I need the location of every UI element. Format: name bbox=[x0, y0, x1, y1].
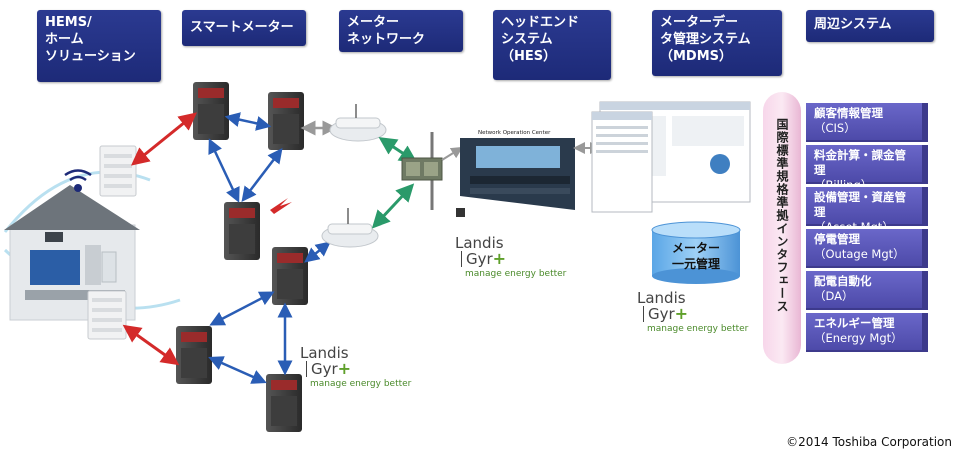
interface-pill bbox=[763, 92, 801, 364]
expand-icon bbox=[456, 208, 465, 217]
smart-meter bbox=[193, 82, 229, 140]
landis-gyr-logo: Landis Gyr+ manage energy better bbox=[300, 344, 412, 390]
landis-gyr-logo: Landis Gyr+ manage energy better bbox=[637, 289, 749, 335]
blue-link bbox=[208, 356, 267, 384]
noc-label: Network Operation Center bbox=[478, 130, 551, 136]
interface-label: 国際標準規格準拠インタフェース bbox=[775, 118, 789, 313]
smart-meter bbox=[224, 202, 260, 260]
network-collector bbox=[329, 104, 387, 142]
system-cis: 顧客情報管理（CIS） bbox=[806, 103, 928, 142]
blue-link bbox=[224, 112, 272, 131]
header-mdms: メーターデー タ管理システム （MDMS） bbox=[652, 10, 782, 76]
system-asset-mgt: 設備管理・資産管理（Asset Mgt） bbox=[806, 187, 928, 234]
system-outage-mgt: 停電管理（Outage Mgt） bbox=[806, 229, 928, 268]
relay-pole bbox=[401, 132, 443, 210]
gray-link bbox=[441, 146, 464, 161]
green-link bbox=[378, 137, 418, 163]
header-smart-meter: スマートメーター bbox=[182, 10, 306, 46]
meter-database bbox=[651, 221, 741, 284]
header-meter-network: メーター ネットワーク bbox=[339, 10, 463, 52]
blue-link bbox=[208, 138, 240, 203]
system-billing: 料金計算・課金管理（Billing） bbox=[806, 145, 928, 192]
database-label: メーター 一元管理 bbox=[671, 241, 720, 271]
smart-meter bbox=[266, 374, 302, 432]
mdms-screens bbox=[591, 101, 751, 213]
green-link bbox=[371, 183, 415, 229]
rf-signal-icon bbox=[270, 198, 292, 214]
home-gateway-top bbox=[99, 145, 137, 197]
header-hems: HEMS/ ホーム ソリューション bbox=[37, 10, 161, 82]
system-energy-mgt: エネルギー管理（Energy Mgt） bbox=[806, 313, 928, 352]
header-peripheral-systems: 周辺システム bbox=[806, 10, 934, 42]
blue-link bbox=[209, 291, 275, 326]
blue-link bbox=[241, 148, 283, 202]
smart-meter bbox=[176, 326, 212, 384]
copyright: ©2014 Toshiba Corporation bbox=[786, 435, 952, 449]
red-link bbox=[130, 112, 198, 166]
home-gateway-bottom bbox=[87, 290, 127, 340]
wifi-icon bbox=[64, 169, 92, 192]
smart-meter bbox=[272, 247, 308, 305]
blue-link bbox=[304, 241, 331, 263]
red-link bbox=[122, 324, 180, 366]
system-da: 配電自動化（DA） bbox=[806, 271, 928, 310]
landis-gyr-logo: Landis Gyr+ manage energy better bbox=[455, 234, 567, 280]
network-operation-center-image bbox=[460, 138, 575, 210]
network-collector bbox=[321, 208, 379, 248]
smart-meter bbox=[268, 92, 304, 150]
header-hes: ヘッドエンド システム （HES） bbox=[493, 10, 611, 80]
